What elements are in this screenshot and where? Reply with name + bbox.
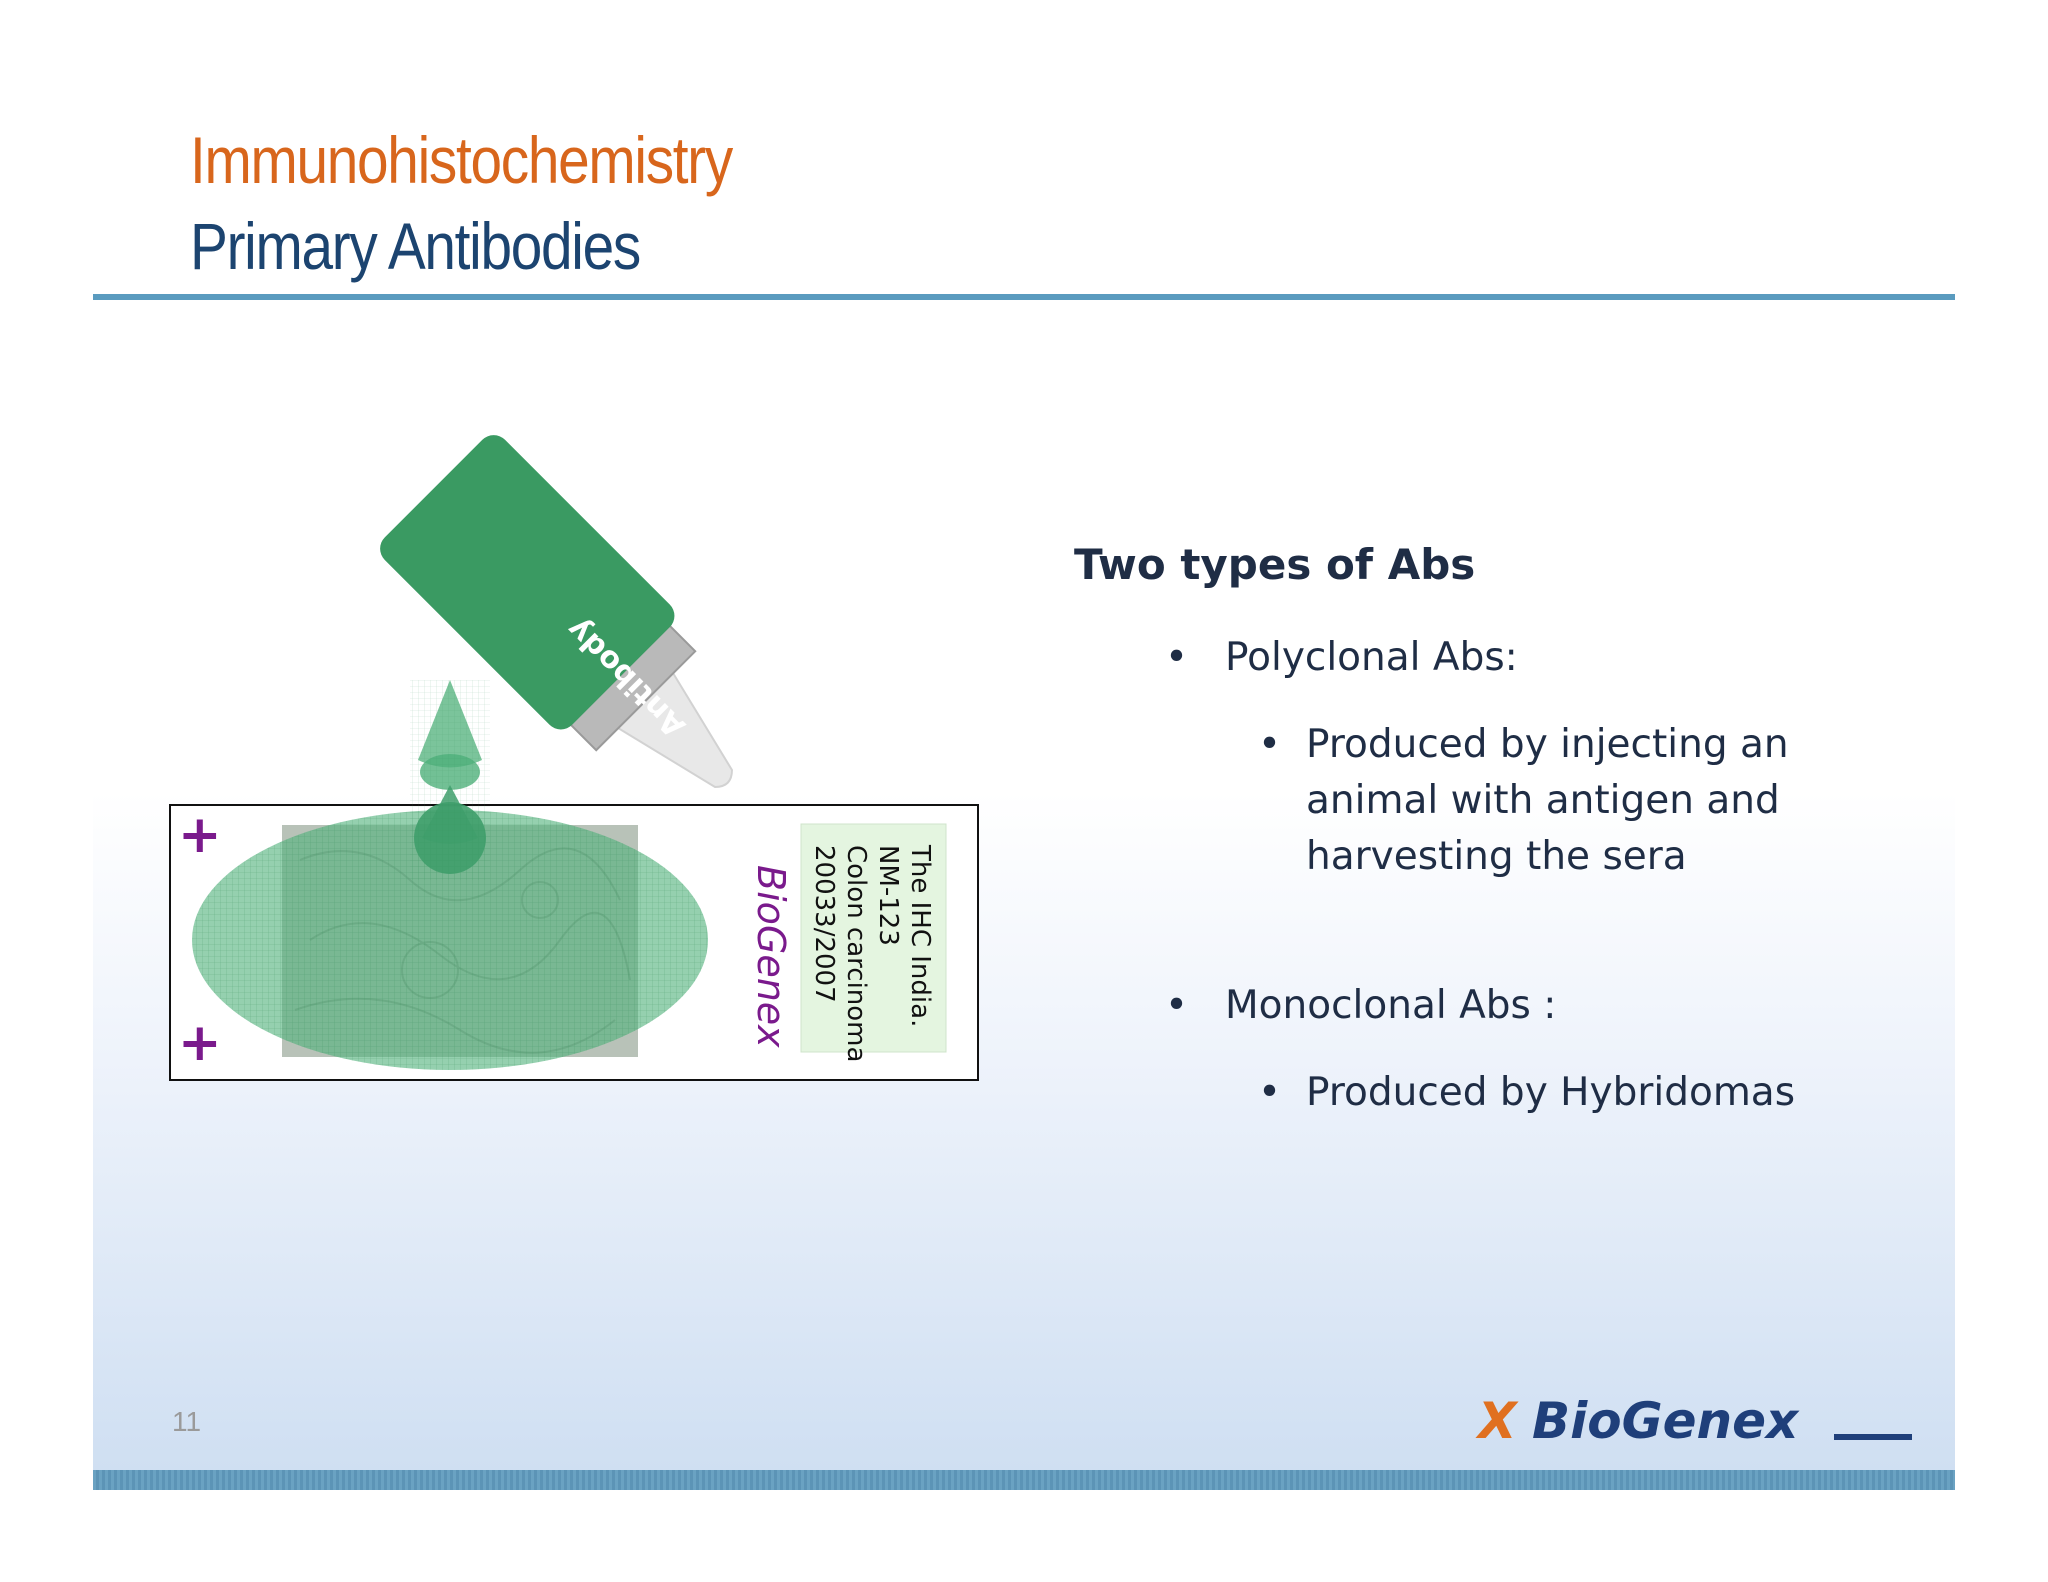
slide-label-line: 20033/2007 — [809, 845, 839, 1003]
sub-bullet-text: Produced by Hybridomas — [1306, 1070, 1796, 1115]
slide-subtitle: Primary Antibodies — [190, 209, 641, 283]
slide-label-line: The IHC India. — [905, 844, 935, 1027]
bullet-dot: • — [1258, 1070, 1282, 1115]
slide-brand-label: BioGenex — [749, 865, 793, 1048]
slide-label-line: NM-123 — [873, 845, 903, 946]
antibody-bottle: Antibody — [380, 435, 733, 788]
bullet-dot: • — [1165, 635, 1189, 680]
content-heading: Two types of Abs — [1074, 540, 1476, 589]
page-number: 11 — [172, 1406, 202, 1437]
sub-bullet-text: Produced by injecting an animal with ant… — [1306, 722, 1789, 879]
sub-bullet-item: • Produced by Hybridomas — [1258, 1065, 1866, 1121]
logo-mark: X — [1475, 1392, 1519, 1450]
plus-mark: + — [178, 1013, 222, 1073]
bullet-dot: • — [1165, 983, 1189, 1028]
slide-label-area — [800, 823, 947, 1053]
antibody-staining-illustration: + + BioGenex The IHC India. NM-123 Colon… — [169, 435, 979, 1081]
biogenex-logo: X BioGenex — [1475, 1392, 1912, 1450]
bullet-item: • Polyclonal Abs: — [1165, 630, 1518, 686]
plus-mark: + — [178, 805, 222, 865]
sub-bullet-item: • Produced by injecting an animal with a… — [1258, 717, 1826, 885]
slide-title: Immunohistochemistry — [190, 123, 733, 197]
bullet-dot: • — [1258, 722, 1282, 767]
slide-label-line: Colon carcinoma — [841, 845, 871, 1062]
bullet-label: Monoclonal Abs : — [1225, 983, 1557, 1028]
bullet-label: Polyclonal Abs: — [1225, 635, 1518, 680]
header-divider — [93, 294, 1955, 300]
footer-band — [93, 1470, 1955, 1490]
antibody-drop — [410, 680, 490, 880]
logo-wordmark: BioGenex — [1532, 1392, 1800, 1450]
bullet-item: • Monoclonal Abs : — [1165, 978, 1557, 1034]
